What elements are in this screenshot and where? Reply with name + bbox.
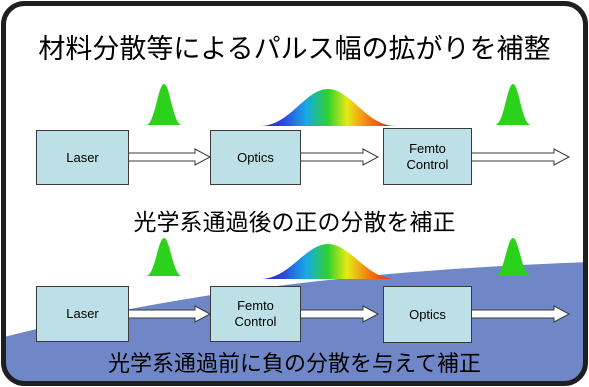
pulse-broadened-row2 xyxy=(260,244,396,279)
pulse-output-row1 xyxy=(495,84,531,125)
pulse-input-row2 xyxy=(146,238,182,276)
laser-box-row2: Laser xyxy=(36,286,129,342)
femto-control-box-row2: Femto Control xyxy=(210,286,301,342)
arrow-laser-to-optics-row1 xyxy=(127,148,212,166)
optics-label-row1: Optics xyxy=(237,149,274,165)
laser-box-row1: Laser xyxy=(36,130,129,185)
optics-box-row2: Optics xyxy=(383,286,472,343)
pulse-broadened-row1 xyxy=(260,89,396,126)
optics-label-row2: Optics xyxy=(409,306,446,322)
caption-row2: 光学系通過前に負の分散を与えて補正 xyxy=(108,352,481,377)
femto-control-box-row1: Femto Control xyxy=(383,128,472,185)
femto-control-label-row2: Femto Control xyxy=(234,298,277,329)
diagram-title: 材料分散等によるパルス幅の拡がりを補整 xyxy=(38,34,551,65)
arrow-optics-to-femto-row1 xyxy=(299,148,380,166)
optics-box-row1: Optics xyxy=(210,130,301,185)
laser-label-row2: Laser xyxy=(66,306,99,321)
laser-label-row1: Laser xyxy=(66,149,99,165)
arrow-femto-to-optics-row2 xyxy=(299,305,380,323)
pulse-output-row2 xyxy=(495,238,531,276)
pulse-input-row1 xyxy=(146,84,182,125)
femto-control-label-row1: Femto Control xyxy=(406,140,449,172)
arrow-laser-to-femto-row2 xyxy=(127,305,212,323)
arrow-optics-output-row2 xyxy=(470,305,571,323)
caption-row1: 光学系通過後の正の分散を補正 xyxy=(133,210,456,236)
arrow-femto-output-row1 xyxy=(470,148,571,166)
